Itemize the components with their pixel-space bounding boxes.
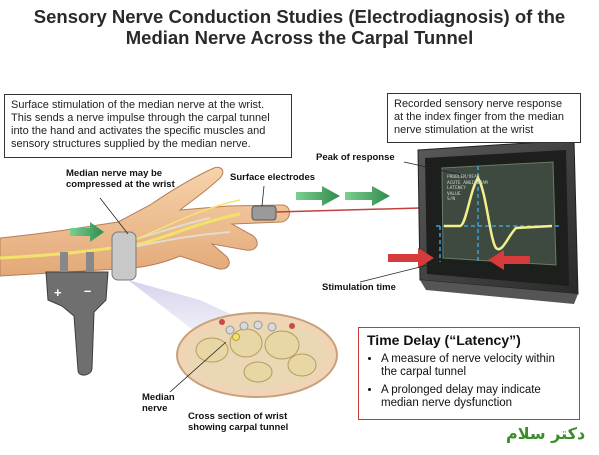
response-trace [444, 175, 553, 251]
surface-electrode [251, 205, 277, 221]
latency-bullet: A measure of nerve velocity within the c… [381, 353, 571, 379]
green-arrow [70, 222, 104, 242]
median-nerve-leader [169, 341, 227, 393]
minus-symbol: – [84, 283, 92, 298]
electrode-leader [261, 185, 265, 207]
title-line-2: Median Nerve Across the Carpal Tunnel [125, 27, 474, 48]
readout-line: PROBLEM/READ [447, 175, 480, 180]
median-compressed-label: Median nerve may be compressed at the wr… [66, 168, 175, 190]
compression-leader [99, 197, 129, 235]
surface-electrodes-label: Surface electrodes [230, 172, 316, 183]
electrode-cable [275, 207, 421, 213]
latency-bullets: A measure of nerve velocity within the c… [367, 353, 571, 410]
peak-leader [403, 161, 477, 179]
readout-line: LATENCY [447, 186, 466, 191]
screen-readout: PROBLEM/READ ACUTE ANGIOGRAM LATENCY VAL… [447, 175, 488, 203]
readout-line: S/N [447, 197, 456, 202]
response-description-box: Recorded sensory nerve response at the i… [387, 93, 581, 143]
readout-line: ACUTE ANGIOGRAM [447, 180, 488, 186]
green-arrow [296, 186, 340, 206]
stimulation-leader [359, 261, 441, 283]
page-title: Sensory Nerve Conduction Studies (Electr… [0, 6, 599, 48]
readout-line: VALUE [447, 191, 461, 197]
site-logo: دكتر سلام [506, 424, 586, 443]
latency-arrow [488, 250, 530, 270]
stimulation-description-box: Surface stimulation of the median nerve … [4, 94, 292, 158]
cross-section-label: Cross section of wrist showing carpal tu… [188, 411, 289, 433]
latency-bullet: A prolonged delay may indicate median ne… [381, 384, 571, 410]
stimulation-time-label: Stimulation time [322, 282, 396, 293]
green-arrow [345, 186, 390, 206]
title-line-1: Sensory Nerve Conduction Studies (Electr… [33, 6, 566, 27]
plus-symbol: + [54, 285, 62, 300]
wrist-cross-section [169, 312, 338, 398]
stimulator-probe [45, 252, 109, 376]
latency-box: Time Delay (“Latency”) A measure of nerv… [358, 327, 580, 420]
wrist-band [111, 231, 137, 281]
median-nerve-label: Median nerve [142, 392, 175, 414]
latency-heading: Time Delay (“Latency”) [367, 332, 521, 348]
peak-of-response-label: Peak of response [316, 152, 395, 163]
stimulation-arrow [388, 248, 434, 268]
hand-illustration [0, 166, 290, 281]
monitor [388, 139, 579, 304]
